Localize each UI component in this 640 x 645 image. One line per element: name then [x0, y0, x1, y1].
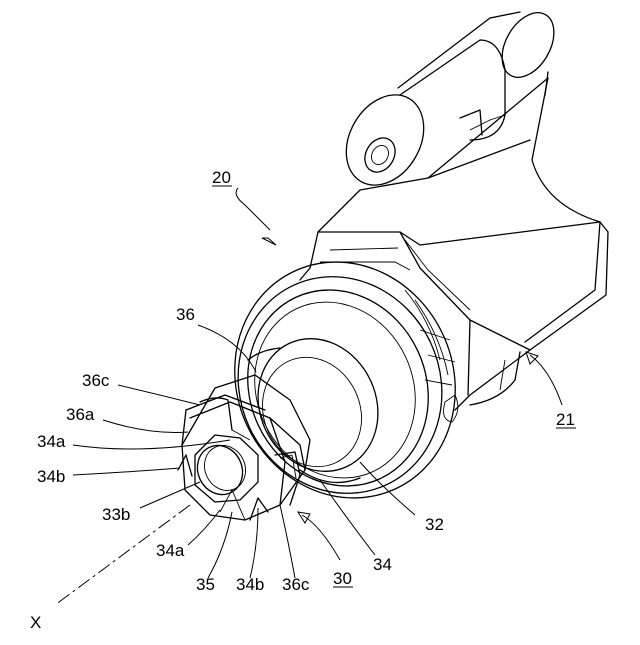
label-34b-left: 34b: [37, 467, 65, 486]
label-34b-bottom: 34b: [236, 575, 264, 594]
label-34a-top: 34a: [37, 432, 66, 451]
leader-20: [236, 188, 270, 230]
upper-cylinder: [331, 4, 565, 199]
label-x: X: [30, 613, 41, 632]
label-35: 35: [196, 575, 215, 594]
label-20: 20: [212, 168, 231, 187]
cylinder-body-32: [237, 319, 400, 491]
leader-lines: [73, 188, 562, 578]
leader-36c-bottom: [280, 505, 295, 578]
arrow-20: [262, 238, 276, 245]
arrow-30: [298, 512, 310, 523]
reference-labels: 20 21 30 32 34 36 36c 36a 34a 34b 33b 34…: [30, 168, 576, 632]
label-32: 32: [425, 515, 444, 534]
leader-33b: [140, 482, 200, 508]
leader-30: [302, 515, 340, 560]
label-30: 30: [333, 569, 352, 588]
label-34: 34: [373, 555, 392, 574]
leader-36c-top: [118, 385, 200, 405]
leader-35: [208, 512, 232, 578]
label-36c-bottom: 36c: [282, 575, 310, 594]
label-36a: 36a: [66, 405, 95, 424]
leader-34b-left: [73, 468, 180, 475]
leader-32: [360, 462, 415, 515]
inner-opening: [189, 435, 258, 502]
label-33b: 33b: [102, 505, 130, 524]
label-36: 36: [176, 305, 195, 324]
label-21: 21: [556, 410, 575, 429]
leader-36a: [103, 420, 188, 433]
leader-21: [530, 355, 562, 405]
label-36c-top: 36c: [82, 371, 110, 390]
terminal-sleeve: [178, 375, 310, 520]
leader-34a-top: [73, 440, 230, 449]
arrow-21: [526, 352, 538, 364]
label-34a-bottom: 34a: [156, 541, 185, 560]
